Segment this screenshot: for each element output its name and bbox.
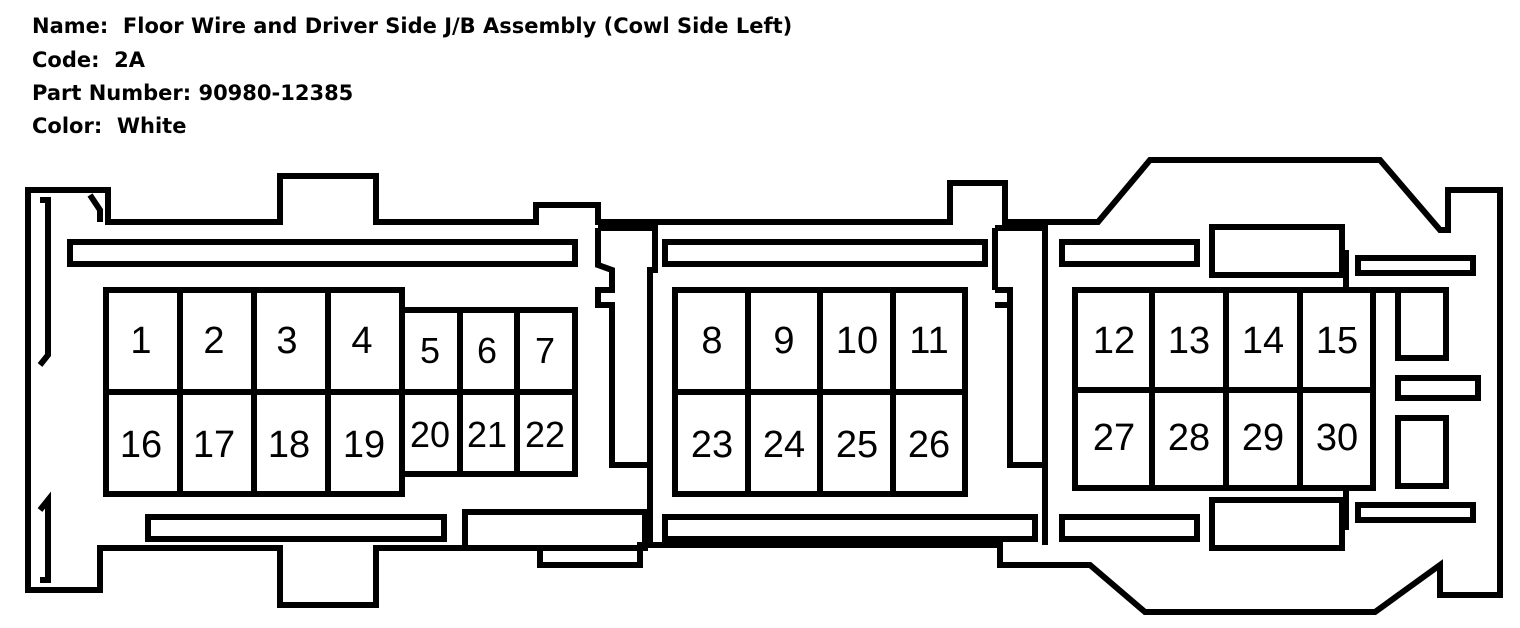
name-value: Floor Wire and Driver Side J/B Assembly …	[122, 14, 793, 38]
slot-bottom-middle	[662, 514, 1038, 542]
right-block-mid	[1395, 375, 1481, 401]
pin-27: 27	[1093, 417, 1135, 459]
pin-8: 8	[701, 320, 722, 362]
name-row: Name: Floor Wire and Driver Side J/B Ass…	[32, 14, 792, 38]
slot-bottom-right	[1059, 514, 1200, 542]
code-value: 2A	[114, 48, 146, 72]
pin-28: 28	[1168, 417, 1210, 459]
pin-labels: 1 2 3 4 5 6 7 8 9 10 11 12 13 14 15 16 1…	[120, 320, 1358, 466]
color-row: Color: White	[32, 114, 186, 138]
pin-6: 6	[477, 330, 497, 371]
color-value: White	[116, 114, 187, 138]
pin-19: 19	[343, 424, 385, 466]
pin-20: 20	[410, 414, 450, 455]
right-block-upper	[1395, 287, 1449, 361]
color-label: Color:	[32, 114, 103, 138]
slot-top-far-right	[1355, 255, 1476, 276]
connector-housing-outline	[25, 157, 1503, 615]
pin-grid-middle	[672, 287, 968, 497]
pin-grid-left	[103, 287, 578, 497]
slot-top-right-block	[1209, 224, 1345, 278]
code-label: Code:	[32, 48, 100, 72]
pin-15: 15	[1316, 320, 1358, 362]
pin-16: 16	[120, 424, 162, 466]
pin-23: 23	[691, 424, 733, 466]
pin-4: 4	[351, 320, 372, 362]
slot-bottom-center	[462, 509, 648, 551]
pin-18: 18	[268, 424, 310, 466]
pin-7: 7	[535, 330, 555, 371]
slot-bottom-right-block	[1209, 497, 1345, 551]
slot-bottom-left	[145, 514, 447, 542]
slot-top-middle	[662, 239, 988, 267]
pin-30: 30	[1316, 417, 1358, 459]
partition-left	[595, 228, 653, 545]
part-number-row: Part Number: 90980-12385	[32, 81, 353, 105]
partition-right-step	[995, 287, 1013, 305]
right-block-lower	[1395, 415, 1449, 489]
pin-13: 13	[1168, 320, 1210, 362]
left-top-notch	[87, 193, 103, 222]
slot-top-right	[1059, 239, 1200, 267]
part-number-value: 90980-12385	[198, 81, 354, 105]
pin-5: 5	[420, 330, 440, 371]
pin-12: 12	[1093, 320, 1135, 362]
slot-bottom-far-right	[1355, 502, 1476, 523]
slot-top-left	[67, 239, 578, 267]
pin-2: 2	[203, 320, 224, 362]
pin-21: 21	[467, 414, 507, 455]
pin-25: 25	[836, 424, 878, 466]
partition-left-top	[598, 225, 658, 470]
pin-24: 24	[763, 424, 805, 466]
pin-11: 11	[909, 320, 948, 362]
pin-1: 1	[130, 320, 151, 362]
pin-14: 14	[1242, 320, 1284, 362]
pin-17: 17	[193, 424, 235, 466]
part-number-label: Part Number:	[32, 81, 192, 105]
pin-grid-right	[1072, 287, 1376, 491]
pin-29: 29	[1242, 417, 1284, 459]
pin-26: 26	[908, 424, 950, 466]
pin-10: 10	[836, 320, 878, 362]
pin-9: 9	[773, 320, 794, 362]
name-label: Name:	[32, 14, 109, 38]
left-inner-edge	[37, 197, 51, 583]
partition-right	[992, 225, 1048, 545]
pin-3: 3	[276, 320, 297, 362]
code-row: Code: 2A	[32, 48, 145, 72]
pin-22: 22	[525, 414, 565, 455]
